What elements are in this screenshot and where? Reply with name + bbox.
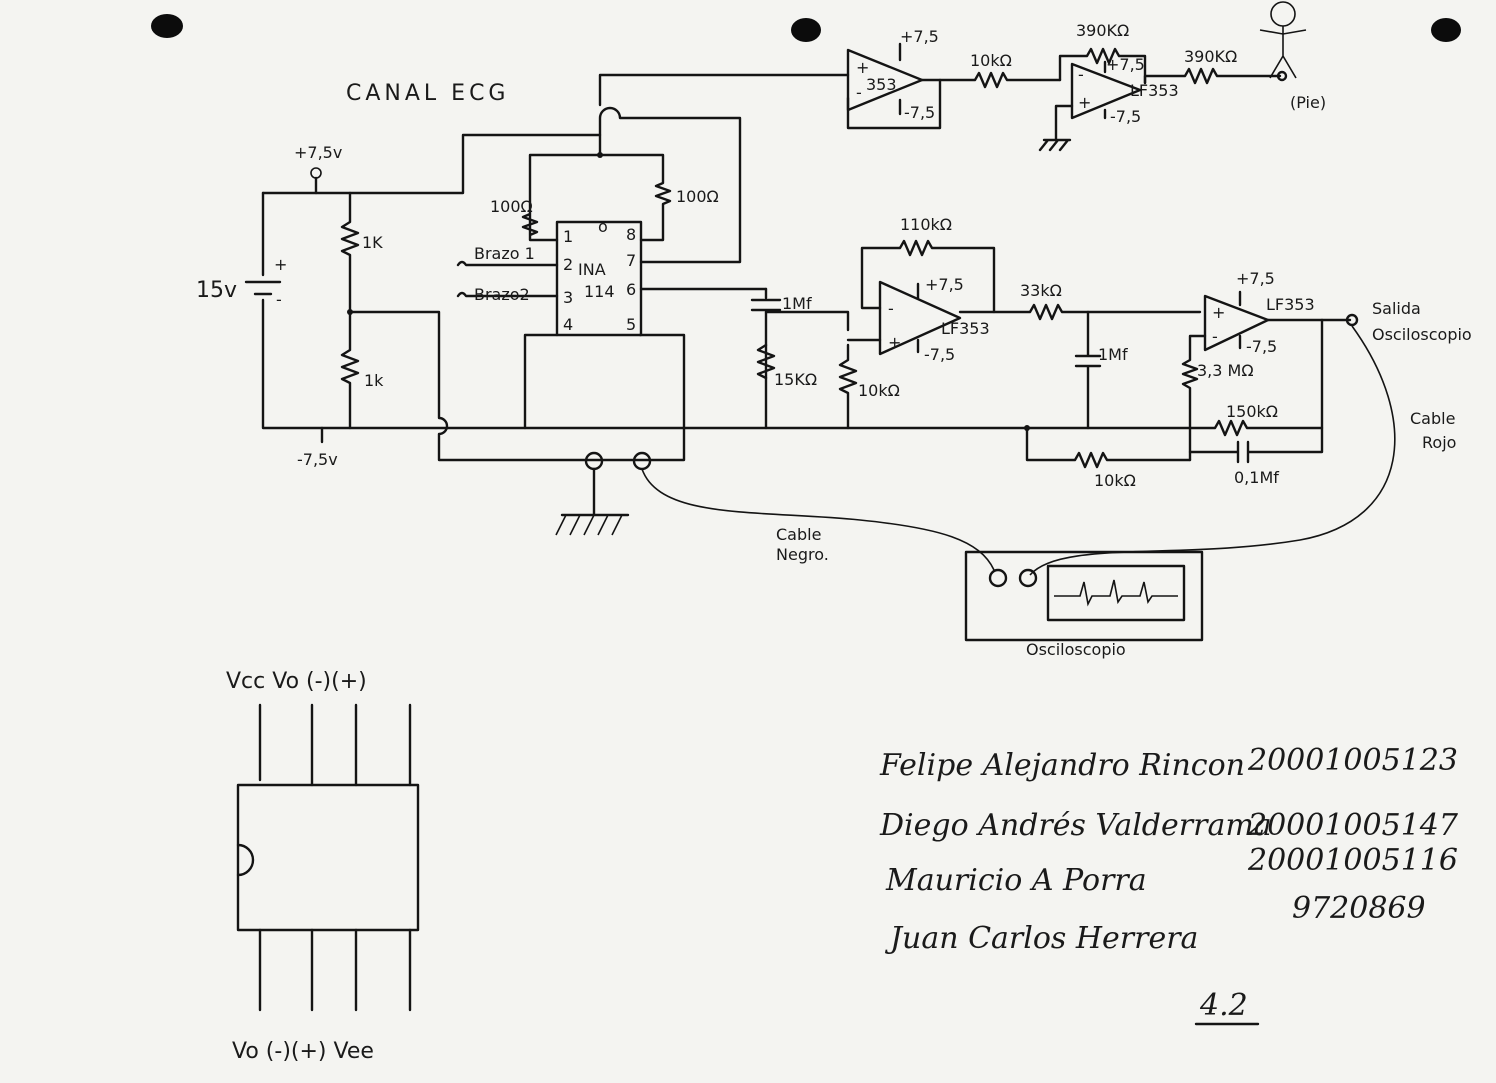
rl-opamp1-minus: -: [856, 83, 862, 102]
right-leg-drive: + - 353 +7,5 -7,5 10kΩ 390KΩ - + LF353 +…: [598, 1, 1326, 152]
signature-3-id: 20001005116: [1247, 843, 1458, 878]
out-r-bias-label: 3,3 MΩ: [1197, 361, 1254, 380]
pinout-top-labels: Vcc Vo (-)(+): [226, 669, 367, 694]
out-c-fb-label: 0,1Mf: [1234, 468, 1279, 487]
filter-opamp-minus: -: [888, 299, 894, 318]
black-cable-label-2: Negro.: [776, 545, 829, 564]
rl-r-out-label: 390KΩ: [1184, 47, 1237, 66]
rl-opamp1-plus: +: [856, 58, 869, 77]
divider-bottom-label: 1k: [364, 371, 384, 390]
lp-r-label: 33kΩ: [1020, 281, 1062, 300]
ina-part: 114: [584, 282, 615, 301]
out-opamp-plus: +: [1212, 303, 1225, 322]
rl-opamp1-vneg: -7,5: [904, 103, 935, 122]
hp-cap-label: 1Mf: [782, 294, 812, 313]
rl-r-fb-label: 390KΩ: [1076, 21, 1129, 40]
out-r-gnd-label: 10kΩ: [1094, 471, 1136, 490]
battery-plus: +: [274, 255, 287, 274]
hp-r-label: 15KΩ: [774, 370, 817, 389]
ina-r-left-label: 100Ω: [490, 197, 533, 216]
battery-minus: -: [276, 290, 282, 309]
filter-opamp-vneg: -7,5: [924, 345, 955, 364]
output-stage: + - LF353 +7,5 -7,5 3,3 MΩ 150kΩ 0,1Mf 1…: [1025, 269, 1472, 490]
filter-opamp-vpos: +7,5: [925, 275, 964, 294]
signature-1-id: 20001005123: [1247, 743, 1458, 778]
ina-pin-1: 1: [563, 227, 573, 246]
battery-label: 15v: [196, 278, 237, 303]
patient-icon: [1259, 1, 1307, 79]
ina-r-right-label: 100Ω: [676, 187, 719, 206]
signature-1-name: Felipe Alejandro Rincon: [879, 748, 1245, 783]
out-opamp-name: LF353: [1266, 295, 1315, 314]
ina-pin-6: 6: [626, 280, 636, 299]
out-r-fb-label: 150kΩ: [1226, 402, 1278, 421]
rl-opamp1-vpos: +7,5: [900, 27, 939, 46]
out-opamp-vneg: -7,5: [1246, 337, 1277, 356]
out-opamp-minus: -: [1212, 327, 1218, 346]
rl-r-in-label: 10kΩ: [970, 51, 1012, 70]
input-brazo-1: Brazo 1: [474, 244, 535, 263]
vpos-label: +7,5v: [294, 143, 342, 162]
opamp-pinout: Vcc Vo (-)(+) Vo (-)(+) Vee: [226, 669, 420, 1064]
red-cable-label-2: Rojo: [1422, 433, 1456, 452]
page-title: CANAL ECG: [346, 81, 509, 106]
signature-2-id: 20001005147: [1247, 808, 1459, 843]
filter-stage: 1Mf 15KΩ 10kΩ - + LF353 +7,5 -7,5 110kΩ …: [682, 215, 1202, 431]
signature-2-name: Diego Andrés Valderrama: [879, 808, 1272, 843]
ground-symbol: [555, 451, 652, 536]
signature-4-name: Juan Carlos Herrera: [884, 921, 1198, 956]
ina-pin-4: 4: [563, 315, 573, 334]
vneg-label: -7,5v: [297, 450, 338, 469]
black-cable-label-1: Cable: [776, 525, 821, 544]
power-supply: +7,5v -7,5v 15v + - 1K 1k: [196, 133, 686, 469]
rl-opamp2-plus: +: [1078, 93, 1091, 112]
pinout-bottom-labels: Vo (-)(+) Vee: [232, 1039, 374, 1064]
ina-name: INA: [578, 260, 606, 279]
output-label-1: Salida: [1372, 299, 1421, 318]
lp-cap-label: 1Mf: [1098, 345, 1128, 364]
input-brazo-2: Brazo2: [474, 285, 530, 304]
filter-opamp-plus: +: [888, 333, 901, 352]
bias-r-label: 10kΩ: [858, 381, 900, 400]
rl-opamp2-vneg: -7,5: [1110, 107, 1141, 126]
binder-holes: [151, 14, 1461, 42]
rl-opamp2-minus: -: [1078, 65, 1084, 84]
ina-pin-5: 5: [626, 315, 636, 334]
grade: 4.2: [1199, 988, 1248, 1023]
rl-electrode-label: (Pie): [1290, 93, 1326, 112]
ina-pin-7: 7: [626, 251, 636, 270]
ina-notch: o: [598, 217, 608, 236]
red-cable-label-1: Cable: [1410, 409, 1455, 428]
oscilloscope: Osciloscopio Cable Negro. Cable Rojo: [641, 325, 1456, 659]
rl-opamp2-name: LF353: [1130, 81, 1179, 100]
signature-3-name: Mauricio A Porra: [885, 863, 1147, 898]
rl-opamp1-name: 353: [866, 75, 897, 94]
signatures: Felipe Alejandro Rincon 20001005123 Dieg…: [879, 743, 1459, 1026]
divider-top-label: 1K: [362, 233, 383, 252]
ina-pin-8: 8: [626, 225, 636, 244]
signature-4-id: 9720869: [1292, 891, 1426, 926]
filter-opamp-name: LF353: [941, 319, 990, 338]
ina-pin-2: 2: [563, 255, 573, 274]
out-opamp-vpos: +7,5: [1236, 269, 1275, 288]
ina-pin-3: 3: [563, 288, 573, 307]
ina114-chip: o INA 114 1 2 3 4 5 6 7 8 100Ω 100Ω Braz…: [456, 106, 768, 430]
output-label-2: Osciloscopio: [1372, 325, 1472, 344]
scope-label: Osciloscopio: [1026, 640, 1126, 659]
rl-opamp2-vpos: +7,5: [1106, 55, 1145, 74]
filter-r-fb-label: 110kΩ: [900, 215, 952, 234]
